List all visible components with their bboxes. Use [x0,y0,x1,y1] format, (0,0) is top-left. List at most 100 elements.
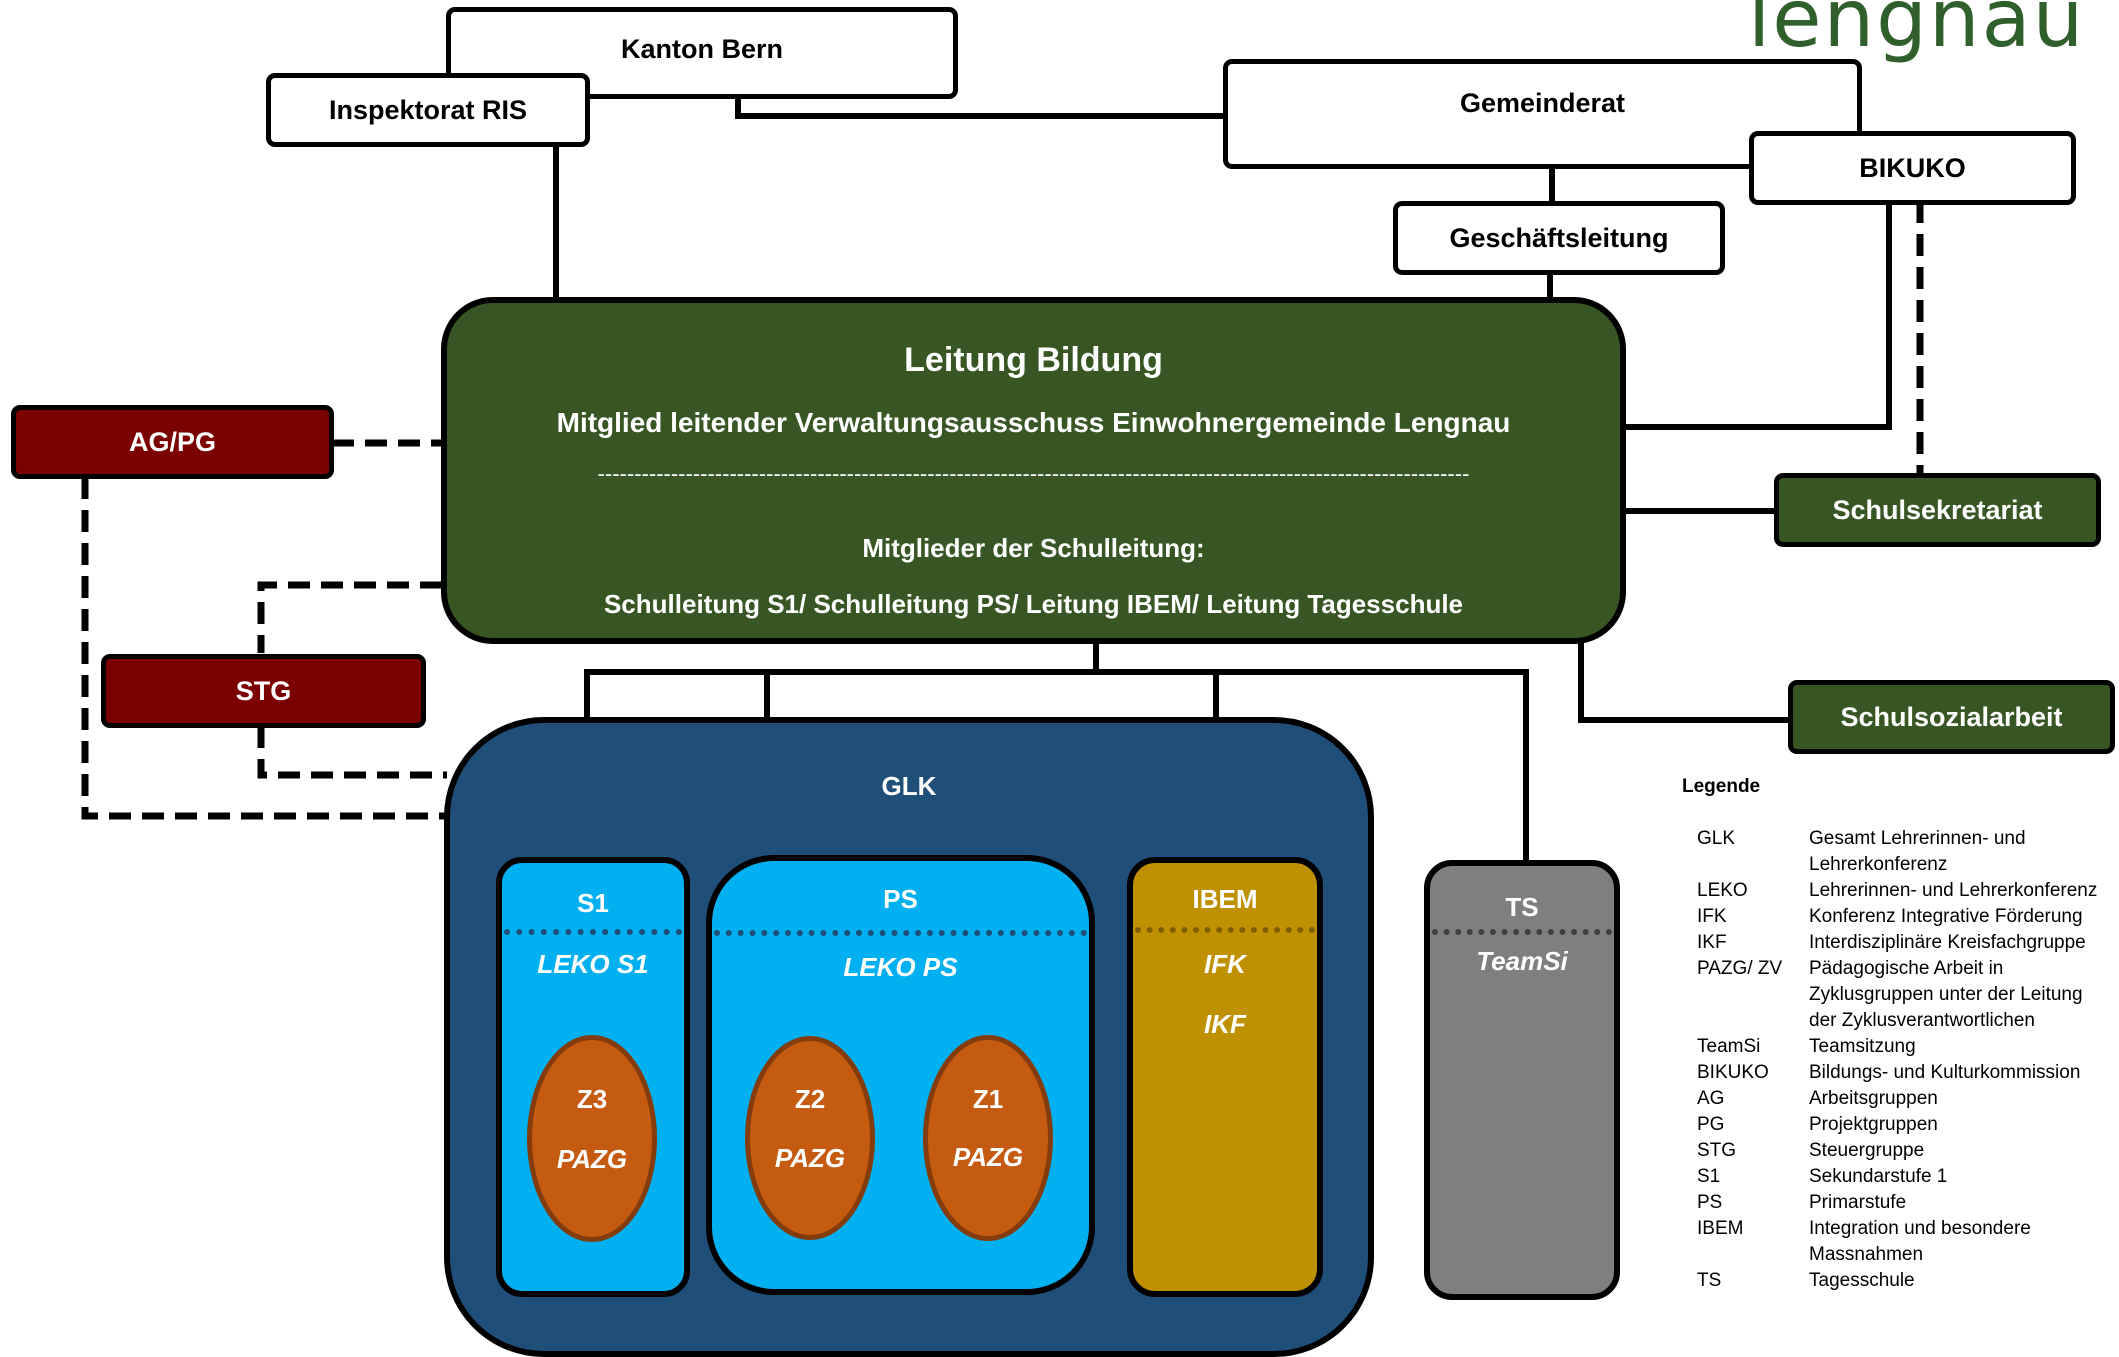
legend-abbr: GLK [1697,828,1736,849]
connector-lines [81,96,1924,862]
stg-label: STG [235,675,292,706]
legend-row: AG Arbeitsgruppen [1697,1086,2107,1112]
leitung-members: Schulleitung S1/ Schulleitung PS/ Leitun… [603,589,1464,619]
dashed-agpg-glk [81,477,447,820]
legend-desc: Integration und besondere Massnahmen [1809,1218,2031,1265]
bikuko-box: BIKUKO [1749,131,2076,205]
legend-row: S1 Sekundarstufe 1 [1697,1164,2107,1190]
ts-title: TS [1505,892,1539,922]
legend-row: TS Tagesschule [1697,1268,2107,1294]
org-chart: lengnau Kanton Bern Inspektorat RIS Geme… [11,0,2115,1357]
leitung-subtitle: Mitglied leitender Verwaltungsausschuss … [556,407,1511,438]
legend-desc: Projektgruppen [1809,1114,1938,1135]
ts-sub: TeamSi [1476,946,1568,976]
ts-dotted-divider [1432,929,1612,935]
ts-box: TS TeamSi [1424,860,1620,1300]
legend-row: LEKO Lehrerinnen- und Lehrerkonferenz [1697,878,2107,904]
legend-desc: Gesamt Lehrerinnen- und Lehrerkonferenz [1809,828,2026,875]
legend-row: STG Steuergruppe [1697,1138,2107,1164]
legend-abbr: S1 [1697,1166,1721,1187]
legend-abbr: PAZG/ ZV [1697,958,1783,979]
ag-pg-box: AG/PG [11,405,334,479]
legend-abbr: IKF [1697,932,1727,953]
legend-desc: Pädagogische Arbeit in Zyklusgruppen unt… [1809,958,2083,1031]
lengnau-logo: lengnau [1748,0,2086,65]
ibem-dotted-divider [1135,927,1315,933]
legend-row: IKF Interdisziplinäre Kreisfachgruppe [1697,930,2107,956]
legend-abbr: AG [1697,1088,1725,1109]
schulsekretariat-box: Schulsekretariat [1774,473,2101,547]
legend-desc: Lehrerinnen- und Lehrerkonferenz [1809,880,2098,901]
ps-sub: LEKO PS [843,952,958,982]
ps-title: PS [883,884,918,914]
legend-list: GLK Gesamt Lehrerinnen- und Lehrerkonfere… [1697,826,2107,1294]
legend-abbr: PS [1697,1192,1723,1213]
ag-pg-label: AG/PG [128,426,216,457]
legend-desc: Arbeitsgruppen [1809,1088,1938,1109]
legend-abbr: BIKUKO [1697,1062,1769,1083]
legend-desc: Interdisziplinäre Kreisfachgruppe [1809,932,2086,953]
legend-desc: Tagesschule [1809,1270,1915,1291]
schulsozialarbeit-box: Schulsozialarbeit [1788,680,2115,754]
s1-dotted-divider [504,929,682,935]
leitung-divider: ----------------------------------------… [597,461,1470,486]
leitung-bildung-box: Leitung Bildung Mitglied leitender Verwa… [441,297,1626,644]
geschaeftsleitung-box: Geschäftsleitung [1393,201,1725,275]
legend-row: TeamSi Teamsitzung [1697,1034,2107,1060]
legend-abbr: LEKO [1697,880,1748,901]
legend-row: PS Primarstufe [1697,1190,2107,1216]
legend-abbr: STG [1697,1140,1737,1161]
z3-oval: Z3 PAZG [527,1035,657,1242]
legend-row: PAZG/ ZV Pädagogische Arbeit in Zyklusgru… [1697,956,2107,1034]
legend-abbr: PG [1697,1114,1725,1135]
dashed-stg-glk [257,726,447,779]
legend-abbr: TeamSi [1697,1036,1761,1057]
legend-desc: Steuergruppe [1809,1140,1925,1161]
legend-abbr: TS [1697,1270,1722,1291]
inspektorat-box: Inspektorat RIS [266,73,590,147]
z3-title: Z3 [576,1084,608,1114]
legend-desc: Bildungs- und Kulturkommission [1809,1062,2081,1083]
legend-desc: Primarstufe [1809,1192,1907,1213]
dashed-leitung-stg [257,581,442,653]
s1-sub: LEKO S1 [537,949,649,979]
kanton-bern-label: Kanton Bern [621,34,783,64]
z2-sub: PAZG [774,1143,846,1173]
z3-sub: PAZG [556,1144,628,1174]
line-kanton-gemeinderat [735,96,1226,119]
legend-desc: Teamsitzung [1809,1036,1916,1057]
legend-desc: Sekundarstufe 1 [1809,1166,1948,1187]
ibem-sub1: IFK [1204,949,1246,979]
z1-sub: PAZG [952,1142,1024,1172]
inspektorat-label: Inspektorat RIS [328,94,528,125]
ps-dotted-divider [714,930,1087,936]
z1-oval: Z1 PAZG [923,1035,1053,1241]
ibem-title: IBEM [1192,884,1258,914]
legend-abbr: IFK [1697,906,1727,927]
s1-title: S1 [577,888,609,918]
schulsekretariat-label: Schulsekretariat [1832,494,2043,525]
leitung-members-heading: Mitglieder der Schulleitung: [862,533,1205,563]
legend-abbr: IBEM [1697,1218,1744,1239]
geschaeftsleitung-label: Geschäftsleitung [1449,222,1669,253]
legend-row: IBEM Integration und besondere Massnahmen [1697,1216,2107,1268]
legend-desc: Konferenz Integrative Förderung [1809,906,2083,927]
leitung-title: Leitung Bildung [904,341,1163,379]
line-bikuko-leitung [1623,201,1892,430]
z2-title: Z2 [794,1084,826,1114]
ibem-box: IBEM IFK IKF [1127,857,1323,1297]
bikuko-label: BIKUKO [1859,152,1966,183]
glk-label: GLK [881,771,937,801]
legend-title: Legende [1682,776,1761,797]
ibem-sub2: IKF [1204,1009,1246,1039]
line-leitung-schulsozialarbeit [1578,640,1791,723]
legend-row: GLK Gesamt Lehrerinnen- und Lehrerkonfere… [1697,826,2107,878]
legend-row: IFK Konferenz Integrative Förderung [1697,904,2107,930]
z2-oval: Z2 PAZG [745,1036,875,1240]
legend-row: PG Projektgruppen [1697,1112,2107,1138]
legend-row: BIKUKO Bildungs- und Kulturkommission [1697,1060,2107,1086]
z1-title: Z1 [972,1084,1004,1114]
stg-box: STG [101,654,426,728]
gemeinderat-label: Gemeinderat [1459,88,1626,118]
schulsozialarbeit-label: Schulsozialarbeit [1840,701,2063,732]
